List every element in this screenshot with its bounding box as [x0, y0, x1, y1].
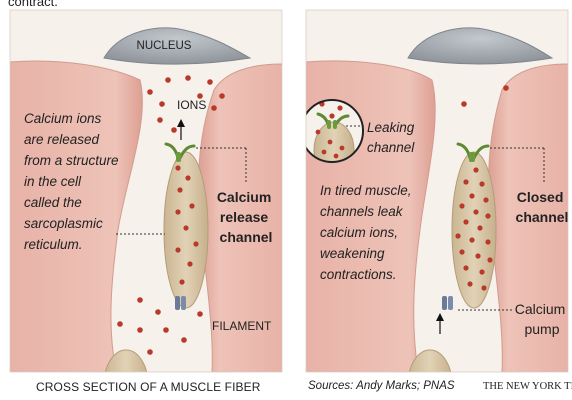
right-sarcoplasmic-reticulum: [452, 152, 496, 308]
ions-label: IONS: [177, 98, 206, 112]
credit-caption: THE NEW YORK TIMES: [483, 381, 572, 392]
filament-label: FILAMENT: [212, 319, 272, 333]
nucleus-label: NUCLEUS: [137, 40, 192, 52]
top-fragment-text: contract.: [8, 0, 58, 9]
right-panel: Leaking channel In tired muscle, channel…: [301, 10, 569, 400]
calcium-release-channel-label: Calcium release channel: [217, 189, 275, 245]
left-panel: NUCLEUS IONS Calcium ions are released f…: [10, 10, 282, 400]
sources-caption: Sources: Andy Marks; PNAS: [308, 380, 455, 392]
cross-section-caption: CROSS SECTION OF A MUSCLE FIBER: [36, 380, 260, 394]
